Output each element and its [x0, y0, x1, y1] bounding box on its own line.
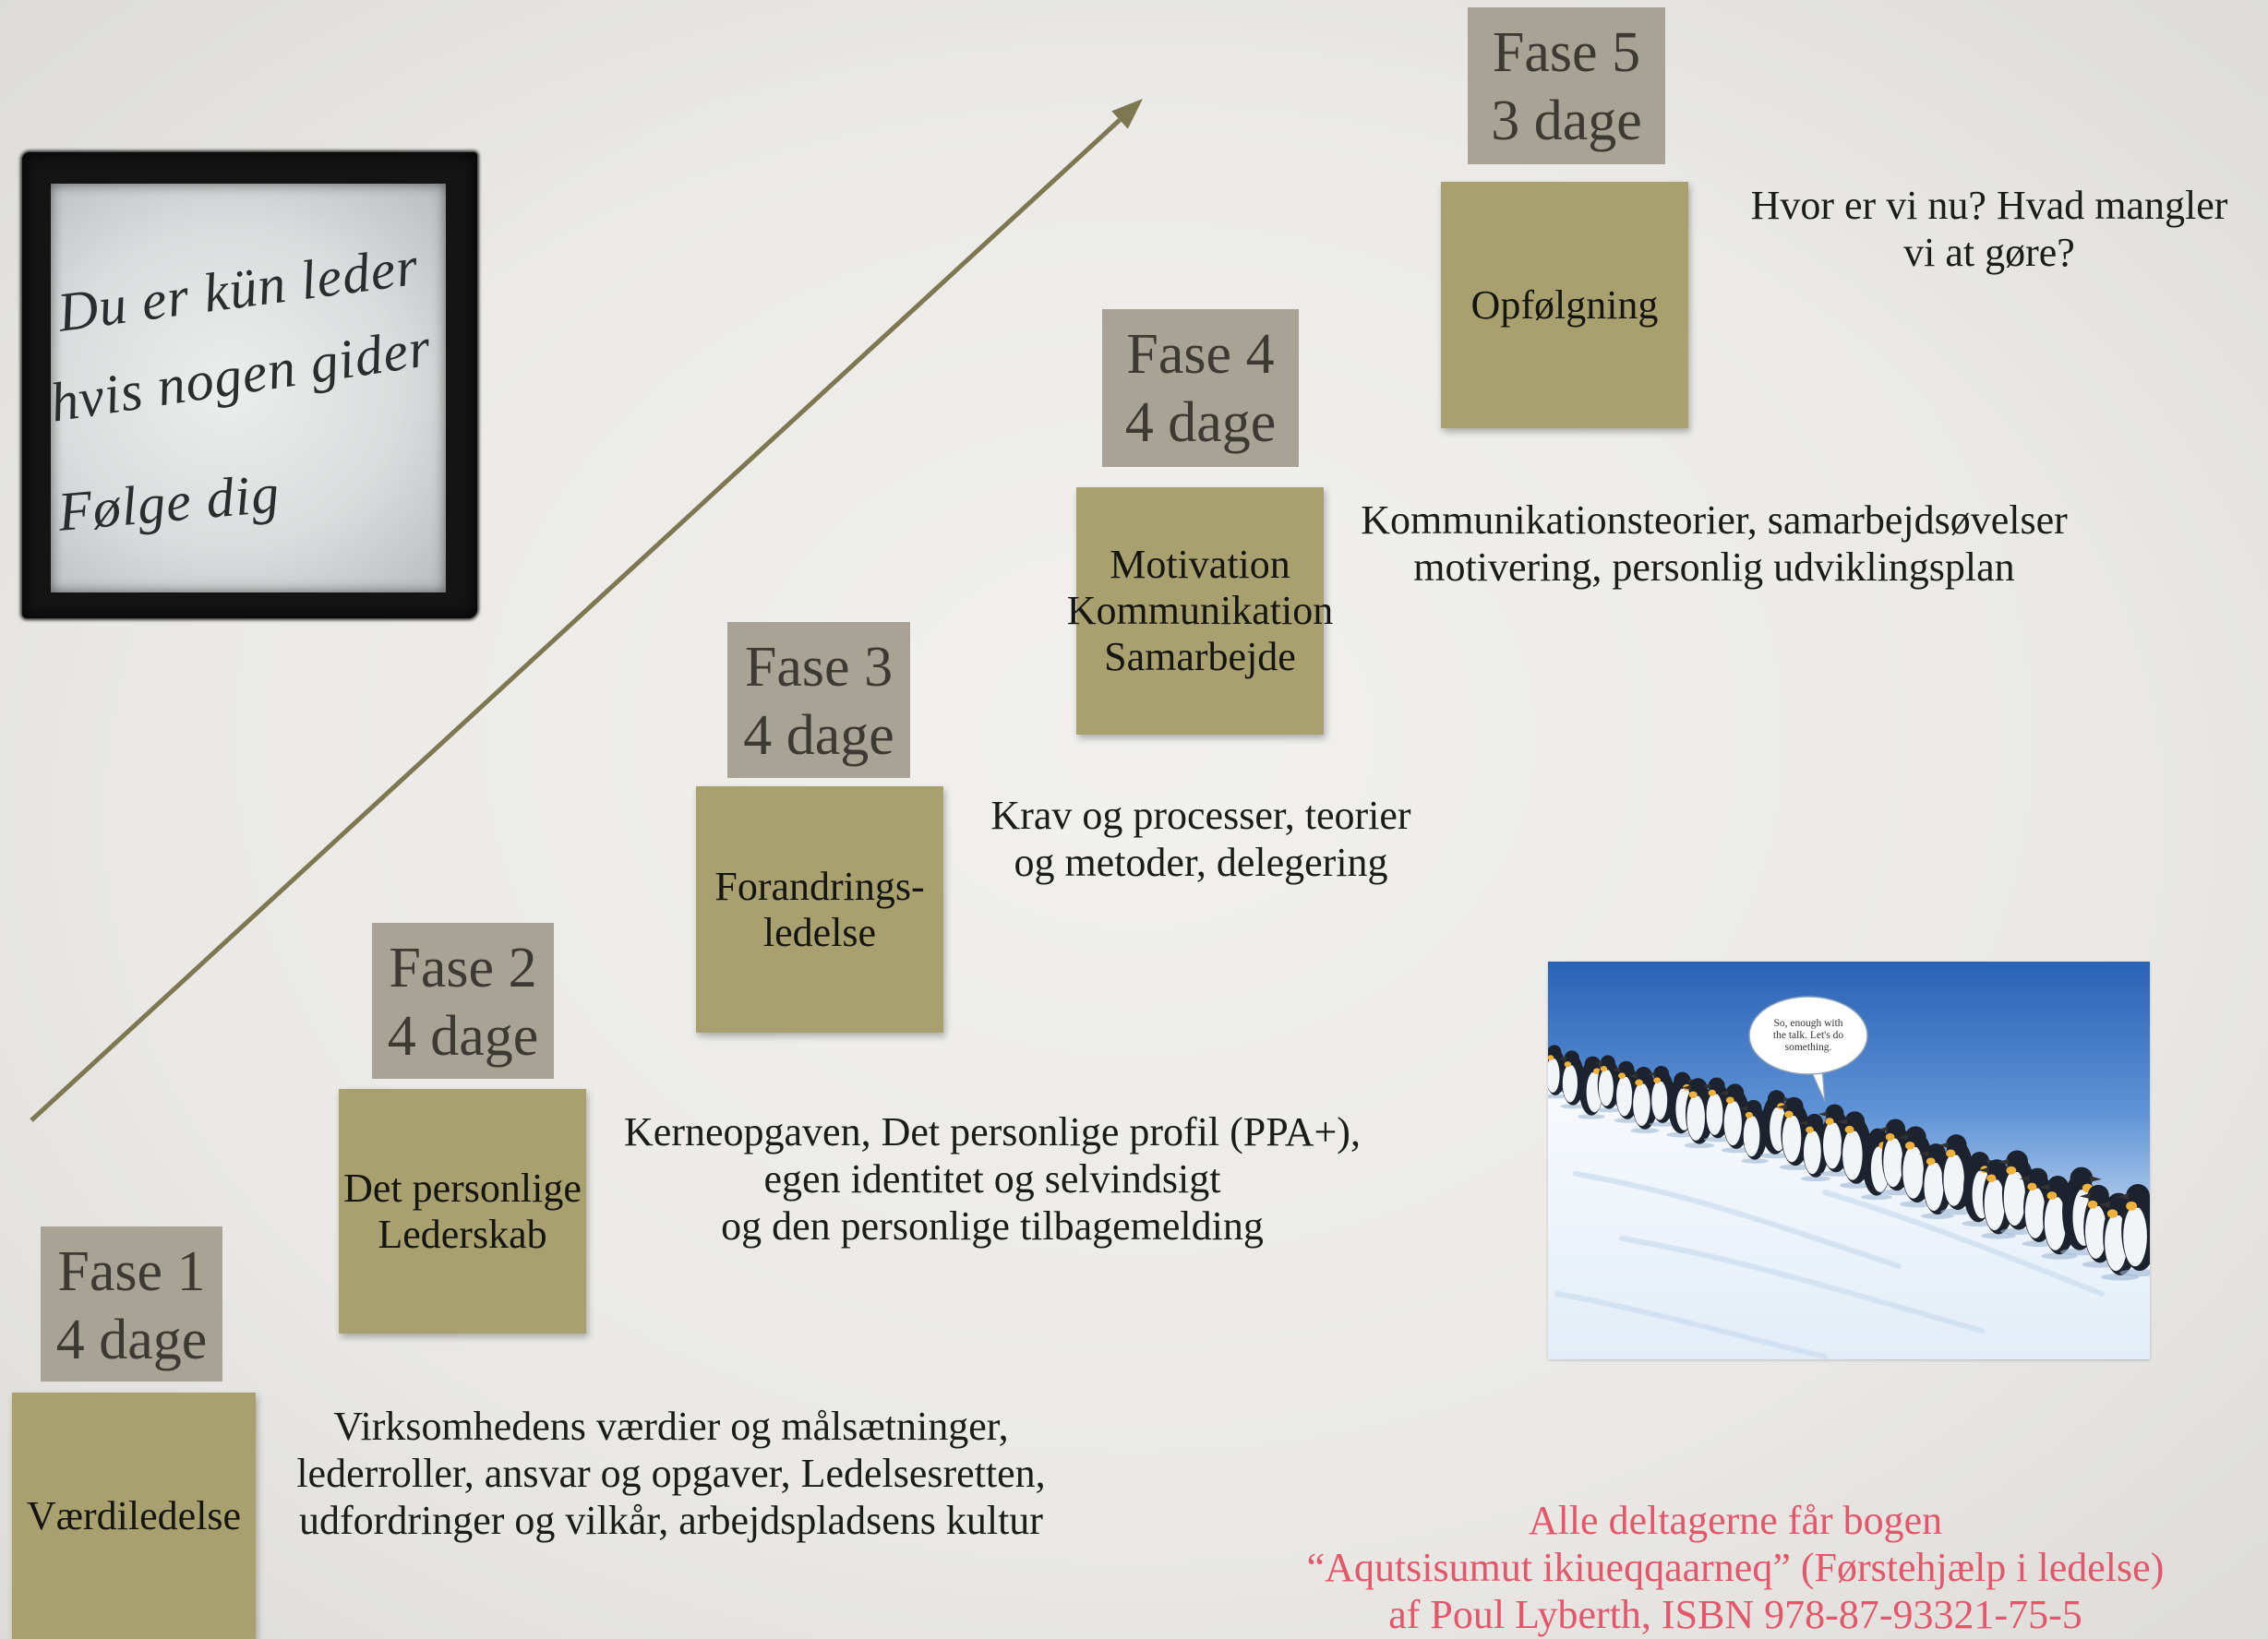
phase-4-topic-box: Motivation Kommunikation Samarbejde: [1067, 487, 1333, 735]
description-line: Kerneopgaven, Det personlige profil (PPA…: [624, 1109, 1361, 1154]
arrowhead-icon: [1111, 99, 1143, 129]
phase-3-topic-box: Forandrings- ledelse: [696, 786, 943, 1033]
penguin: [1682, 1078, 1715, 1149]
phase-topic-line: Lederskab: [378, 1211, 547, 1257]
phase-duration: 3 dage: [1491, 90, 1642, 152]
phase-topic-line: Værdiledelse: [26, 1492, 242, 1538]
book-note-line: Alle deltagerne får bogen: [1528, 1498, 1943, 1543]
phase-2-label: Fase 2 4 dage: [372, 923, 554, 1079]
phase-2-description: Kerneopgaven, Det personlige profil (PPA…: [577, 1108, 1408, 1250]
phase-topic-line: Opfølgning: [1470, 281, 1659, 328]
note-line: Følge dig: [55, 462, 282, 543]
book-note-line: “Aqutsisumut ikiueqqaarneq” (Førstehjælp…: [1306, 1545, 2165, 1590]
handwritten-note-photo: Du er kün leder hvis nogen gider at Følg…: [22, 152, 477, 618]
phase-topic-line: Det personlige: [343, 1165, 582, 1211]
penguin: [1594, 1055, 1622, 1113]
phase-4-description: Kommunikationsteorier, samarbejdsøvelser…: [1317, 496, 2111, 591]
phase-name: Fase 4: [1126, 323, 1275, 386]
penguin-scene: So, enough with the talk. Let's do somet…: [1548, 962, 2150, 1359]
penguin: [1738, 1099, 1770, 1164]
phase-duration: 4 dage: [55, 1309, 208, 1371]
snow-streaks: [1554, 1171, 2105, 1359]
phase-topic-line: Forandrings-: [714, 863, 925, 909]
snow-slope: [1548, 1089, 2150, 1359]
phase-duration: 4 dage: [743, 704, 894, 767]
phase-1-topic-box: Værdiledelse: [12, 1393, 256, 1639]
phase-topic-line: Motivation: [1110, 542, 1290, 587]
penguin-flock: [1548, 1045, 2150, 1281]
phase-3-label: Fase 3 4 dage: [727, 622, 910, 778]
speech-bubble-line: something.: [1785, 1042, 1832, 1053]
phase-topic-line: Samarbejde: [1104, 634, 1296, 679]
phase-topic-line: ledelse: [762, 909, 877, 955]
description-line: motivering, personlig udviklingsplan: [1413, 544, 2015, 590]
phase-name: Fase 2: [389, 937, 537, 999]
penguin: [1777, 1096, 1812, 1170]
phase-topic-line: Kommunikation: [1066, 588, 1334, 633]
phase-duration: 4 dage: [1124, 391, 1277, 454]
description-line: Kommunikationsteorier, samarbejdsøvelser: [1361, 497, 2068, 543]
speech-bubble-line: the talk. Let's do: [1773, 1030, 1843, 1041]
phase-5-label: Fase 5 3 dage: [1468, 7, 1665, 164]
speech-bubble-line: So, enough with: [1773, 1018, 1842, 1029]
phase-3-description: Krav og processer, teorier og metoder, d…: [961, 792, 1441, 886]
phase-1-description: Virksomhedens værdier og målsætninger, l…: [228, 1403, 1114, 1544]
description-line: Hvor er vi nu? Hvad mangler: [1750, 183, 2228, 228]
penguin-illustration: So, enough with the talk. Let's do somet…: [1548, 962, 2150, 1359]
description-line: udfordringer og vilkår, arbejdspladsens …: [299, 1498, 1043, 1543]
penguin: [2117, 1184, 2150, 1277]
penguin: [2019, 1167, 2057, 1248]
book-note-line: af Poul Lyberth, ISBN 978-87-93321-75-5: [1388, 1592, 2082, 1637]
description-line: og metoder, delegering: [1014, 840, 1388, 885]
description-line: egen identitet og selvindsigt: [763, 1156, 1221, 1202]
description-line: lederroller, ansvar og opgaver, Ledelses…: [296, 1451, 1046, 1496]
phase-4-label: Fase 4 4 dage: [1102, 309, 1299, 467]
penguin: [1558, 1050, 1586, 1109]
penguin: [1548, 1045, 1567, 1099]
phase-name: Fase 1: [57, 1240, 206, 1303]
phase-name: Fase 3: [744, 636, 894, 699]
speech-bubble: So, enough with the talk. Let's do somet…: [1748, 996, 1868, 1103]
description-line: Virksomhedens værdier og målsætninger,: [333, 1404, 1009, 1449]
book-note: Alle deltagerne får bogen “Aqutsisumut i…: [1255, 1497, 2215, 1638]
phase-5-topic-box: Opfølgning: [1441, 182, 1688, 428]
phase-name: Fase 5: [1492, 21, 1641, 84]
phase-1-label: Fase 1 4 dage: [41, 1226, 222, 1382]
description-line: Krav og processer, teorier: [990, 793, 1411, 838]
description-line: og den personlige tilbagemelding: [721, 1203, 1264, 1249]
phase-2-topic-box: Det personlige Lederskab: [339, 1089, 586, 1334]
phase-5-description: Hvor er vi nu? Hvad mangler vi at gøre?: [1722, 182, 2257, 276]
description-line: vi at gøre?: [1903, 230, 2075, 275]
phase-duration: 4 dage: [387, 1005, 539, 1068]
whiteboard: Du er kün leder hvis nogen gider at Følg…: [51, 184, 446, 592]
